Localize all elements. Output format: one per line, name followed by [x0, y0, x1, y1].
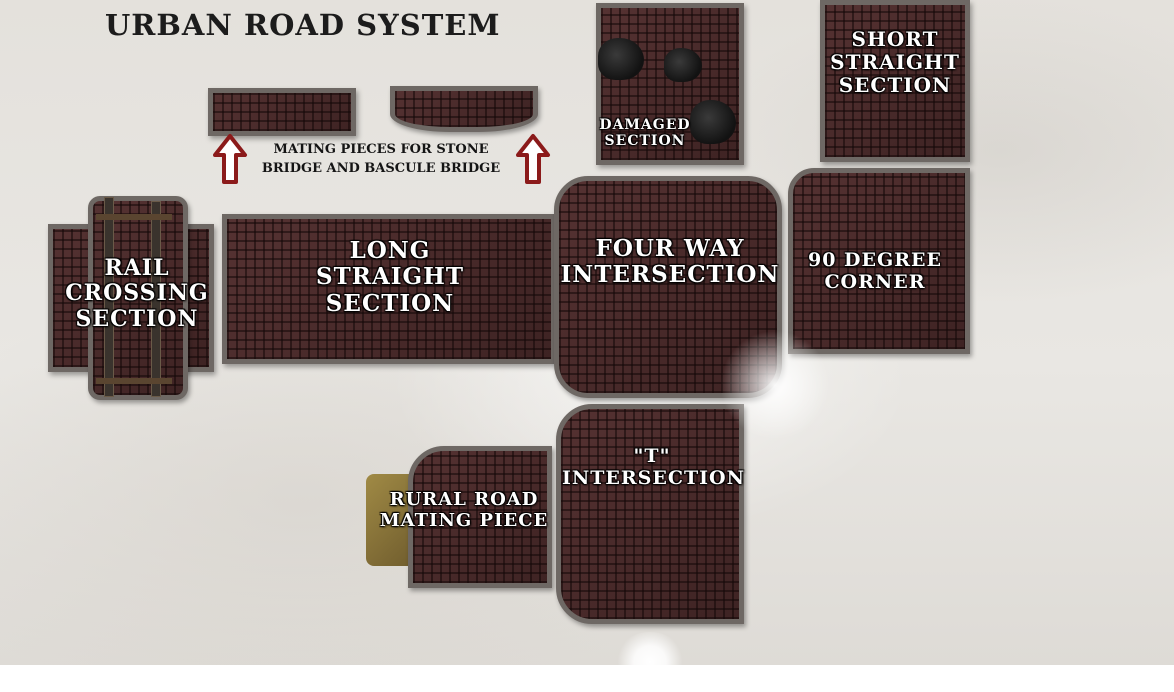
- note-line-1: MATING PIECES FOR STONE: [273, 142, 489, 157]
- arrow-up-icon: [213, 134, 247, 184]
- note-line-2: BRIDGE AND BASCULE BRIDGE: [261, 160, 501, 176]
- light-glare: [720, 330, 830, 440]
- stone-bridge-mating-piece: [208, 88, 356, 136]
- page-title: URBAN ROAD SYSTEM: [105, 8, 501, 42]
- arrow-up-icon: [516, 134, 550, 184]
- bascule-bridge-mating-piece: [390, 86, 538, 132]
- four-way-intersection-tile: [554, 176, 782, 398]
- t-intersection-tile: [556, 404, 744, 624]
- t-intersection-label: "T" INTERSECTION: [562, 445, 745, 489]
- rail-sleeper: [96, 214, 172, 220]
- long-straight-section-tile: [222, 214, 556, 364]
- rail-track: [105, 198, 113, 396]
- long-straight-section-label: LONG STRAIGHT SECTION: [316, 237, 464, 317]
- rubble-pile: [690, 100, 736, 144]
- ninety-degree-corner-label: 90 DEGREE CORNER: [808, 249, 942, 293]
- four-way-intersection-label: FOUR WAY INTERSECTION: [560, 235, 780, 289]
- short-straight-section-tile: [820, 0, 970, 162]
- short-straight-section-label: SHORT STRAIGHT SECTION: [830, 27, 960, 97]
- rail-track: [152, 202, 160, 396]
- ninety-degree-corner-tile: [788, 168, 970, 354]
- bridge-mating-note: MATING PIECES FOR STONE BRIDGE AND BASCU…: [246, 141, 516, 179]
- rail-crossing-section-label: RAIL CROSSING SECTION: [65, 255, 209, 332]
- light-glare: [615, 632, 685, 692]
- damaged-section-label: DAMAGED SECTION: [599, 117, 691, 150]
- rubble-pile: [664, 48, 702, 82]
- rubble-pile: [598, 38, 644, 80]
- rural-road-mating-piece-tile: [408, 446, 552, 588]
- rural-road-mating-piece-label: RURAL ROAD MATING PIECE: [379, 489, 549, 531]
- rail-sleeper: [96, 378, 172, 384]
